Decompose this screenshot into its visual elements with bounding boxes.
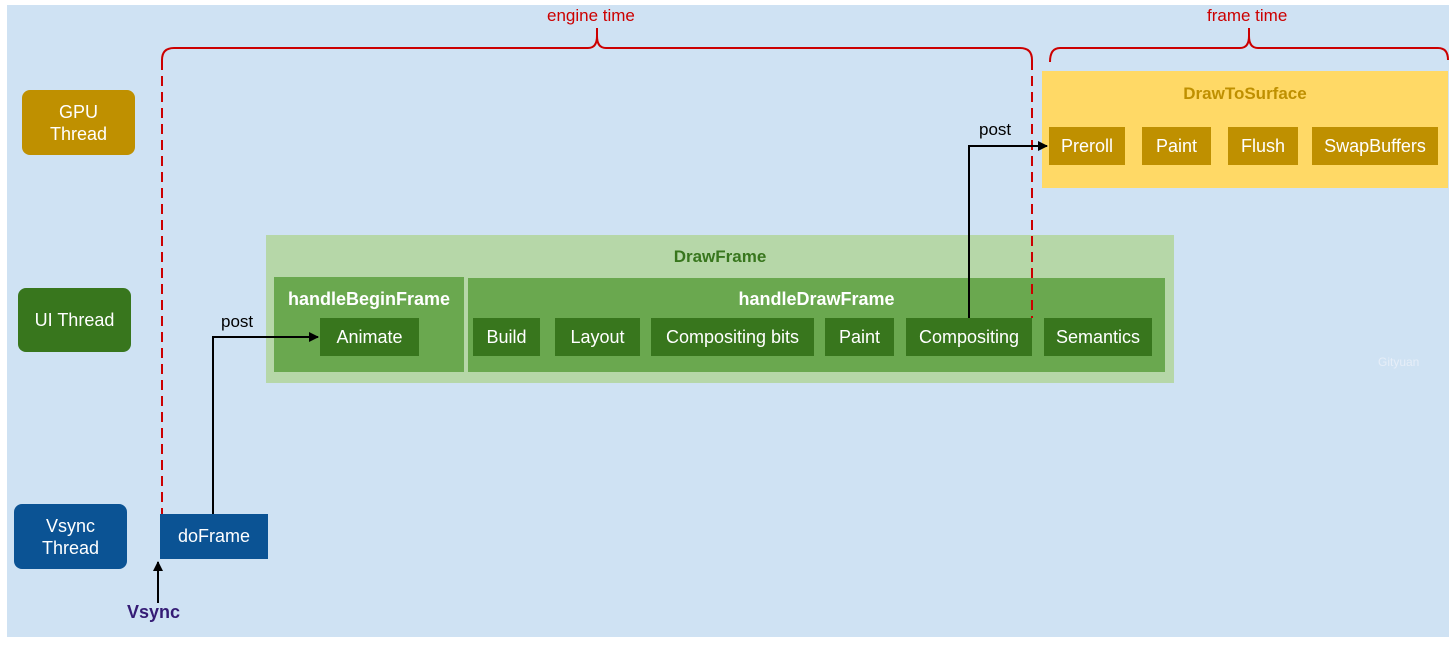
vsync-signal-label: Vsync bbox=[127, 602, 181, 622]
gpu-step-swapbuffers: SwapBuffers bbox=[1312, 127, 1438, 165]
frame-time-bracket bbox=[1049, 28, 1449, 63]
post-label-ui: post bbox=[221, 312, 254, 331]
vsync-thread-label-line2: Thread bbox=[41, 537, 100, 558]
post-label-gpu: post bbox=[979, 120, 1012, 139]
ui-thread-label: UI Thread bbox=[18, 288, 131, 352]
ui-step-animate: Animate bbox=[320, 318, 419, 356]
frame-time-label: frame time bbox=[1207, 6, 1288, 25]
handle-draw-frame-title: handleDrawFrame bbox=[738, 288, 895, 309]
do-frame-box: doFrame bbox=[160, 514, 268, 559]
draw-to-surface-title: DrawToSurface bbox=[1183, 84, 1307, 103]
post-arrow-gpu bbox=[968, 141, 1048, 318]
ui-thread-label-text: UI Thread bbox=[34, 310, 115, 330]
watermark: Gityuan bbox=[1378, 355, 1420, 369]
engine-time-label: engine time bbox=[547, 6, 635, 25]
gpu-thread-label-line1: GPU bbox=[58, 101, 98, 122]
gpu-thread-label: GPU Thread bbox=[22, 90, 135, 155]
engine-time-bracket bbox=[161, 28, 1033, 61]
gpu-thread-label-line2: Thread bbox=[49, 123, 108, 144]
ui-step-compositing: Compositing bbox=[906, 318, 1032, 356]
gpu-step-paint: Paint bbox=[1142, 127, 1211, 165]
gpu-step-preroll: Preroll bbox=[1049, 127, 1125, 165]
gpu-step-flush: Flush bbox=[1228, 127, 1298, 165]
ui-step-layout: Layout bbox=[555, 318, 640, 356]
ui-step-compositing-bits: Compositing bits bbox=[651, 318, 814, 356]
ui-step-paint: Paint bbox=[825, 318, 894, 356]
post-arrow-ui bbox=[212, 332, 319, 514]
handle-begin-frame-title: handleBeginFrame bbox=[287, 288, 451, 309]
vsync-thread-label: Vsync Thread bbox=[14, 504, 127, 569]
draw-frame-title: DrawFrame bbox=[673, 247, 767, 266]
ui-step-build: Build bbox=[473, 318, 540, 356]
vsync-thread-label-line1: Vsync bbox=[45, 515, 96, 536]
ui-step-semantics: Semantics bbox=[1044, 318, 1152, 356]
